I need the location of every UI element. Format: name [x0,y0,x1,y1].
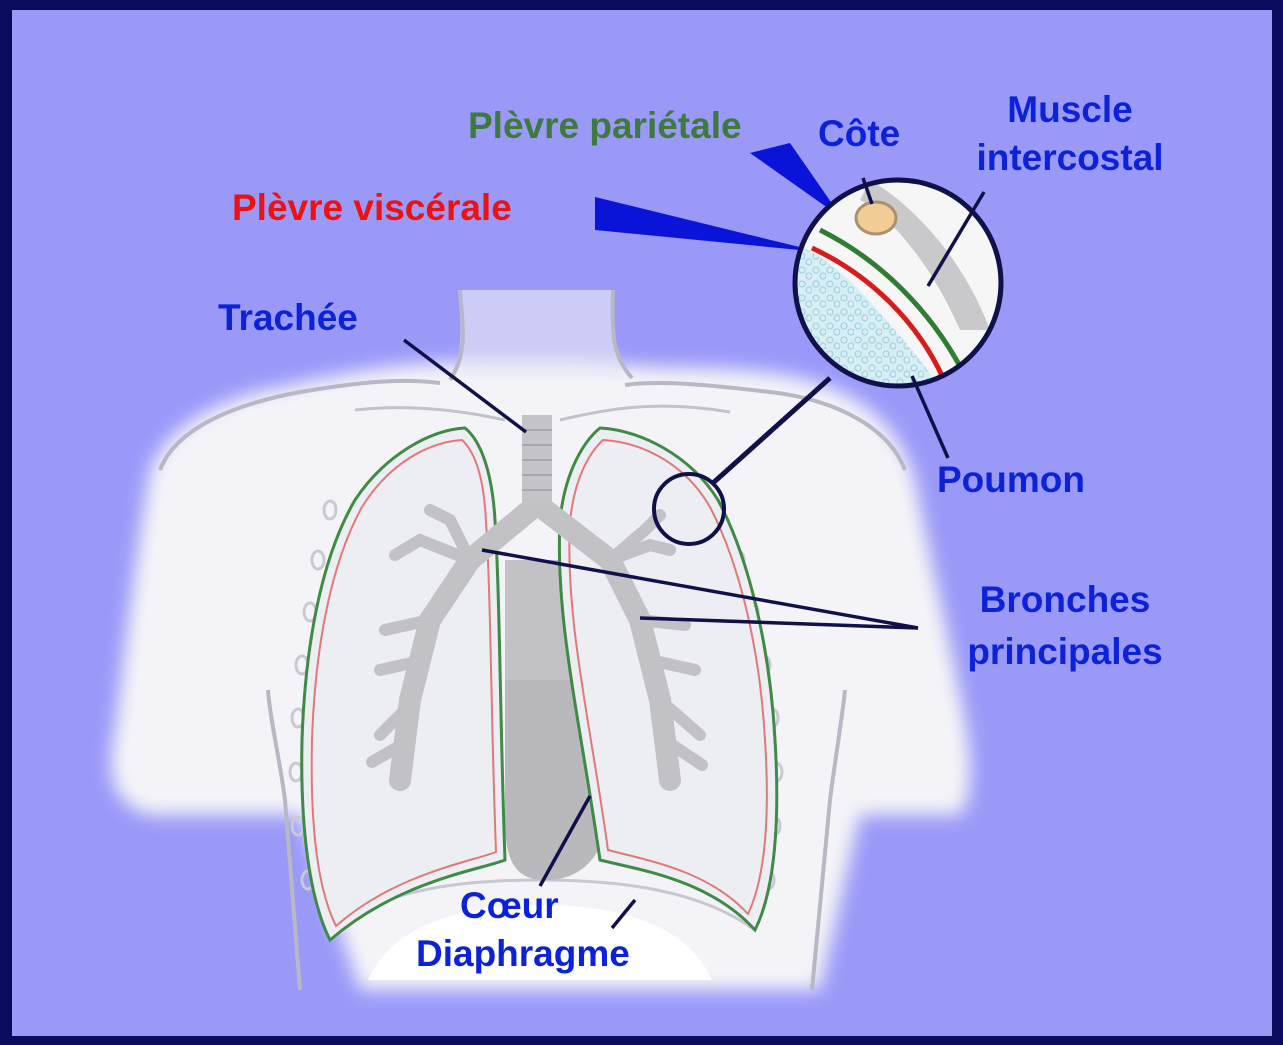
rib-bone [856,202,896,234]
label-trachee: Trachée [218,296,358,340]
label-bronches-line1: Bronches [930,578,1200,622]
plevre-viscerale-pointer [595,197,820,252]
label-muscle-line1: Muscle [950,88,1190,132]
label-bronches-principales: Bronches principales [930,578,1200,674]
label-muscle-line2: intercostal [950,136,1190,180]
label-bronches-line2: principales [930,630,1200,674]
label-plevre-parietale: Plèvre pariétale [468,104,742,148]
magnified-detail [780,180,1001,410]
label-cote: Côte [818,112,900,156]
label-poumon: Poumon [937,458,1085,502]
label-coeur: Cœur [460,884,559,928]
poumon-leader [912,376,948,458]
neck [450,290,630,380]
label-diaphragme: Diaphragme [416,932,630,976]
label-plevre-viscerale: Plèvre viscérale [232,186,512,230]
label-muscle-intercostal: Muscle intercostal [950,88,1190,180]
